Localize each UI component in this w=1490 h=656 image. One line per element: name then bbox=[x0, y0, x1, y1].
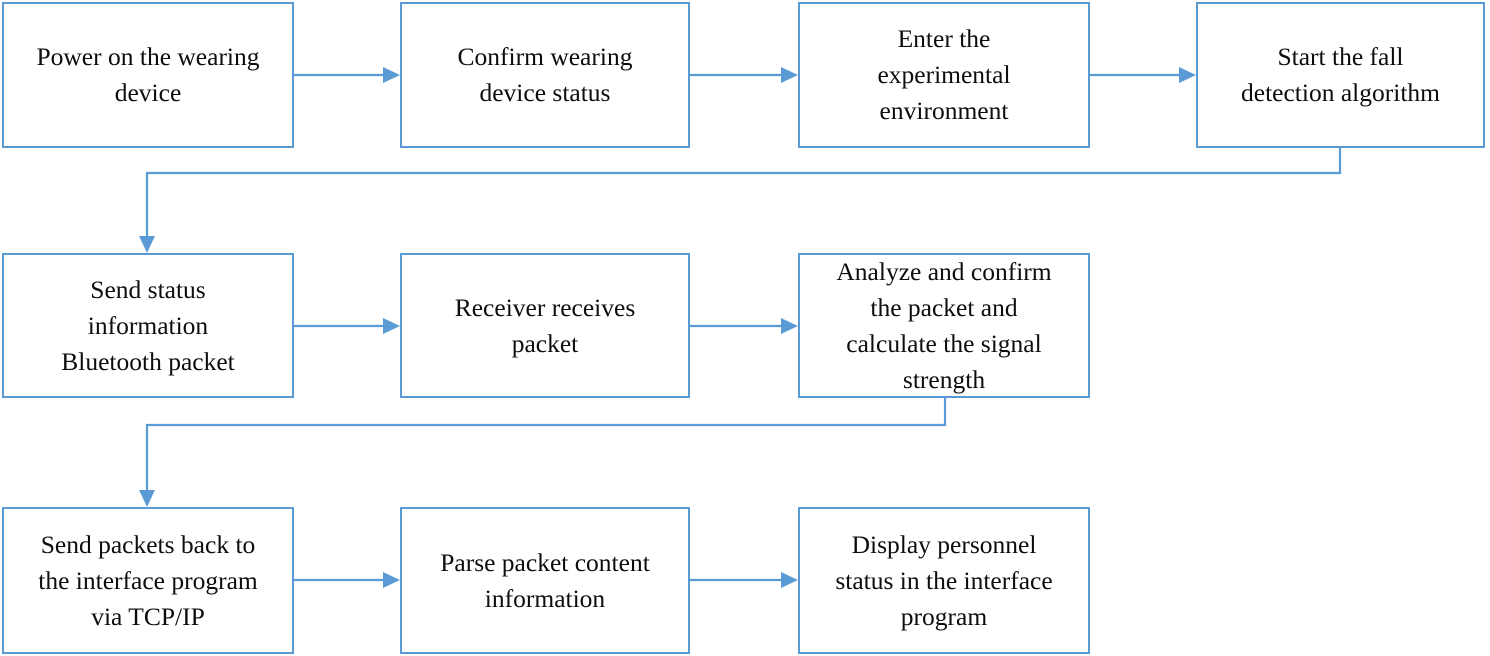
flow-node-enter-experimental-environment[interactable]: Enter the experimental environment bbox=[798, 2, 1090, 148]
flow-node-label: Display personnel status in the interfac… bbox=[835, 529, 1053, 631]
flow-node-label: Parse packet content information bbox=[440, 547, 650, 613]
flow-node-parse-packet-content-information[interactable]: Parse packet content information bbox=[400, 507, 690, 654]
flow-node-label: Power on the wearing device bbox=[36, 42, 260, 107]
flow-node-analyze-confirm-packet-calculate-signal-strength[interactable]: Analyze and confirm the packet and calcu… bbox=[798, 253, 1090, 398]
flow-node-send-status-information-bluetooth-packet[interactable]: Send status information Bluetooth packet bbox=[2, 253, 294, 398]
arrow-node2-to-node3-arrowhead bbox=[781, 67, 798, 83]
flow-node-confirm-wearing-device-status[interactable]: Confirm wearing device status bbox=[400, 2, 690, 148]
flow-node-label: Send status information Bluetooth packet bbox=[61, 274, 235, 376]
arrow-node4-to-node5-line bbox=[145, 148, 1342, 237]
flow-node-label: Confirm wearing device status bbox=[457, 42, 633, 107]
arrow-node1-to-node2-arrowhead bbox=[383, 67, 400, 83]
flow-node-start-fall-detection-algorithm[interactable]: Start the fall detection algorithm bbox=[1196, 2, 1485, 148]
arrow-node7-to-node8-arrowhead bbox=[139, 490, 155, 507]
arrow-node8-to-node9-arrowhead bbox=[383, 572, 400, 588]
flow-node-label: Enter the experimental environment bbox=[877, 24, 1011, 125]
arrow-node5-to-node6-arrowhead bbox=[383, 318, 400, 334]
flow-node-display-personnel-status-in-interface-program[interactable]: Display personnel status in the interfac… bbox=[798, 507, 1090, 654]
flow-node-send-packets-back-via-tcp-ip[interactable]: Send packets back to the interface progr… bbox=[2, 507, 294, 654]
arrow-node4-to-node5-arrowhead bbox=[139, 236, 155, 253]
flow-node-label: Send packets back to the interface progr… bbox=[38, 529, 258, 631]
flow-node-power-on-wearing-device[interactable]: Power on the wearing device bbox=[2, 2, 294, 148]
arrow-node9-to-node10-arrowhead bbox=[781, 572, 798, 588]
arrow-node3-to-node4-arrowhead bbox=[1179, 67, 1196, 83]
flow-node-label: Start the fall detection algorithm bbox=[1241, 42, 1440, 107]
flow-node-label: Receiver receives packet bbox=[454, 292, 636, 358]
arrow-node7-to-node8-line bbox=[145, 398, 947, 491]
flow-node-receiver-receives-packet[interactable]: Receiver receives packet bbox=[400, 253, 690, 398]
arrow-node6-to-node7-arrowhead bbox=[781, 318, 798, 334]
flow-node-label: Analyze and confirm the packet and calcu… bbox=[836, 256, 1052, 394]
